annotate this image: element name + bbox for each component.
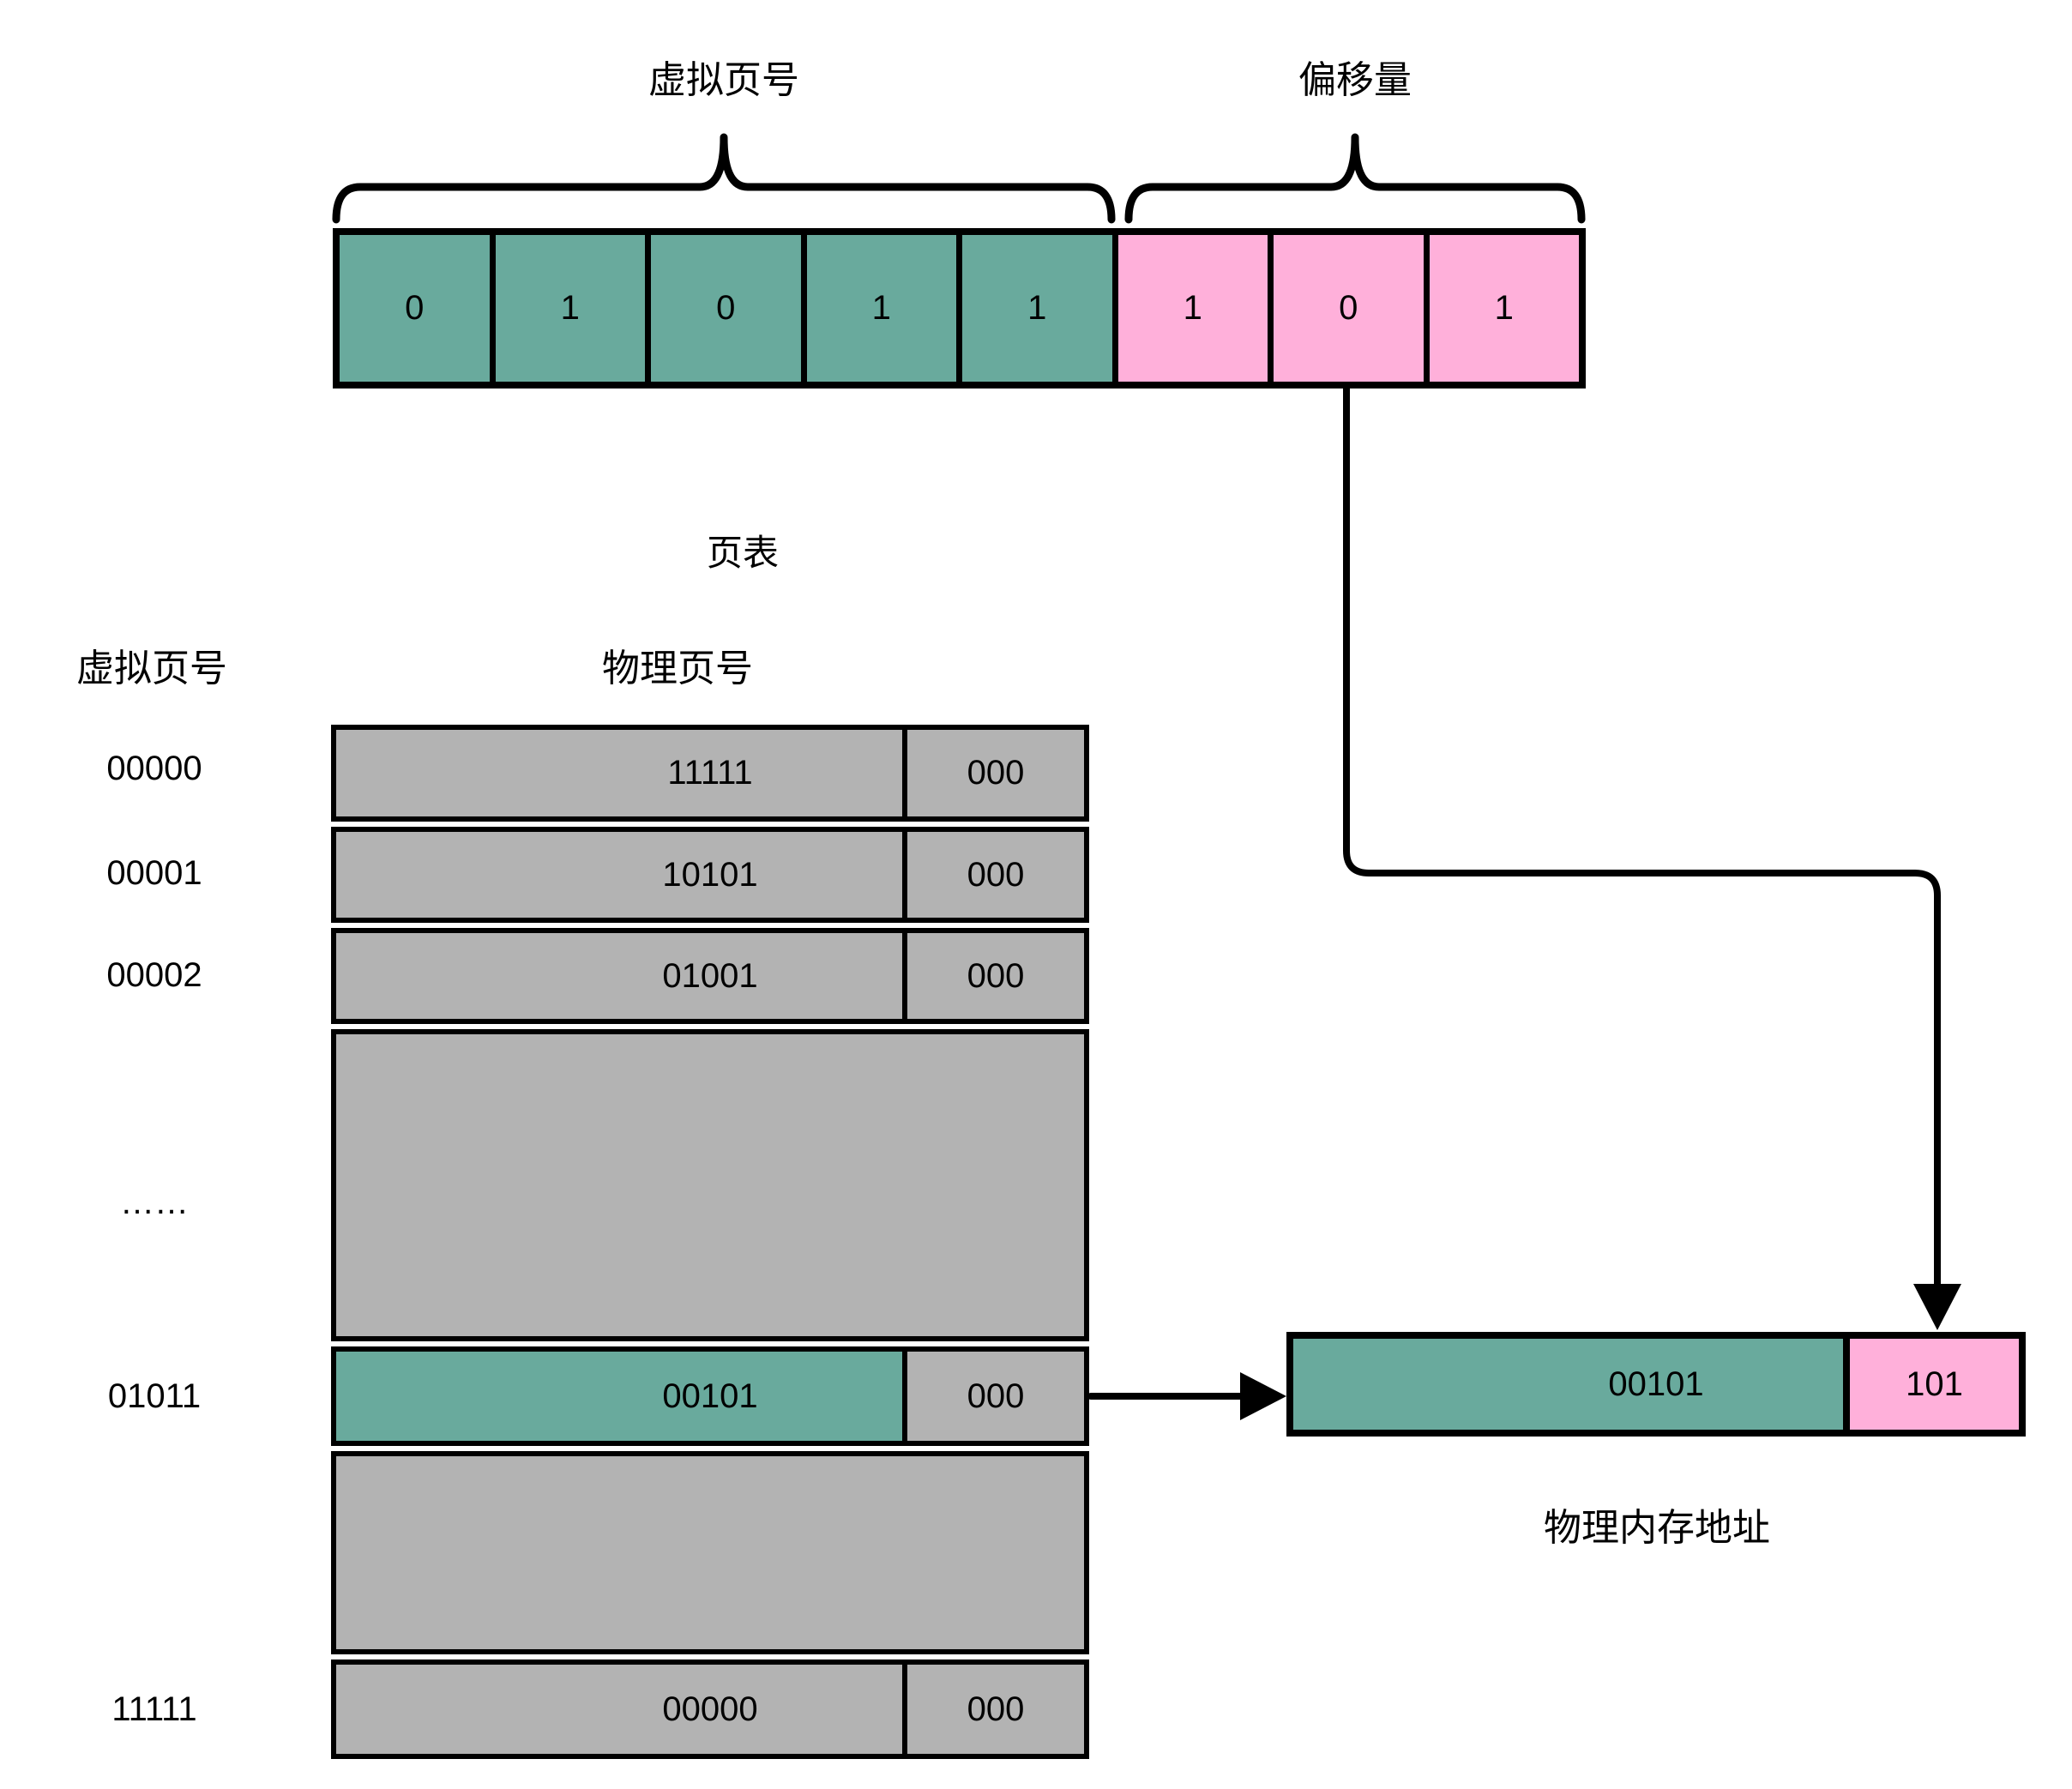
physical-ppn-value: 00101 — [1608, 1364, 1704, 1403]
low-bits-value: 000 — [967, 754, 1025, 792]
page-table-row-highlighted: 00101 000 — [331, 1346, 1089, 1446]
physical-page-column-header: 物理页号 — [602, 648, 753, 690]
result-divider — [1843, 1339, 1850, 1430]
page-table-title: 页表 — [706, 532, 779, 573]
ppn-value: 10101 — [662, 855, 758, 894]
bit-cell-vpn: 1 — [800, 235, 956, 382]
low-bits-value: 000 — [967, 1376, 1025, 1415]
offset-arrowhead — [1913, 1284, 1961, 1330]
vpn-row-label: 11111 — [111, 1690, 197, 1728]
low-bits-value: 000 — [967, 1690, 1025, 1728]
row-divider — [902, 832, 907, 918]
vpn-row-label: 01011 — [107, 1376, 202, 1415]
page-table-row: 01001 000 — [331, 928, 1089, 1024]
row-divider — [902, 1352, 907, 1441]
offset-brace — [1124, 133, 1586, 224]
page-table-row: 11111 000 — [331, 725, 1089, 822]
row-divider — [902, 933, 907, 1019]
ppn-value: 00000 — [662, 1690, 758, 1728]
vpn-brace — [332, 133, 1116, 224]
page-table-gap-row — [331, 1029, 1089, 1341]
ppn-value: 00101 — [662, 1376, 758, 1415]
bit-cell-offset: 1 — [1423, 235, 1579, 382]
virtual-page-column-header: 虚拟页号 — [76, 648, 227, 690]
page-table-row: 10101 000 — [331, 827, 1089, 923]
bit-cell-offset: 1 — [1111, 235, 1268, 382]
bit-cell-vpn: 1 — [956, 235, 1112, 382]
low-bits-value: 000 — [967, 956, 1025, 995]
ppn-value: 11111 — [667, 754, 753, 792]
ppn-value: 01001 — [662, 956, 758, 995]
bit-cell-offset: 0 — [1268, 235, 1424, 382]
low-bits-value: 000 — [967, 855, 1025, 894]
virtual-address-bit-row: 0 1 0 1 1 1 0 1 — [333, 228, 1586, 389]
row-divider — [902, 730, 907, 816]
bit-cell-vpn: 0 — [645, 235, 801, 382]
vpn-ellipsis-label: …… — [120, 1183, 189, 1221]
virtual-page-number-brace-label: 虚拟页号 — [648, 59, 799, 101]
physical-address-box: 00101 101 — [1286, 1332, 2026, 1437]
offset-brace-label: 偏移量 — [1298, 59, 1412, 101]
offset-connector-line — [1343, 383, 1941, 1292]
row-divider — [902, 1665, 907, 1754]
vpn-row-label: 00002 — [106, 955, 202, 994]
row-arrowhead — [1240, 1372, 1286, 1420]
highlighted-ppn-fill — [336, 1352, 902, 1441]
physical-address-label: 物理内存地址 — [1544, 1507, 1770, 1549]
page-table-gap-row — [331, 1451, 1089, 1654]
bit-cell-vpn: 0 — [340, 235, 490, 382]
bit-cell-vpn: 1 — [489, 235, 645, 382]
vpn-row-label: 00000 — [106, 749, 202, 787]
physical-ppn-fill — [1293, 1339, 1843, 1430]
physical-offset-value: 101 — [1906, 1364, 1963, 1403]
page-table-row: 00000 000 — [331, 1659, 1089, 1759]
vpn-row-label: 00001 — [106, 853, 202, 892]
